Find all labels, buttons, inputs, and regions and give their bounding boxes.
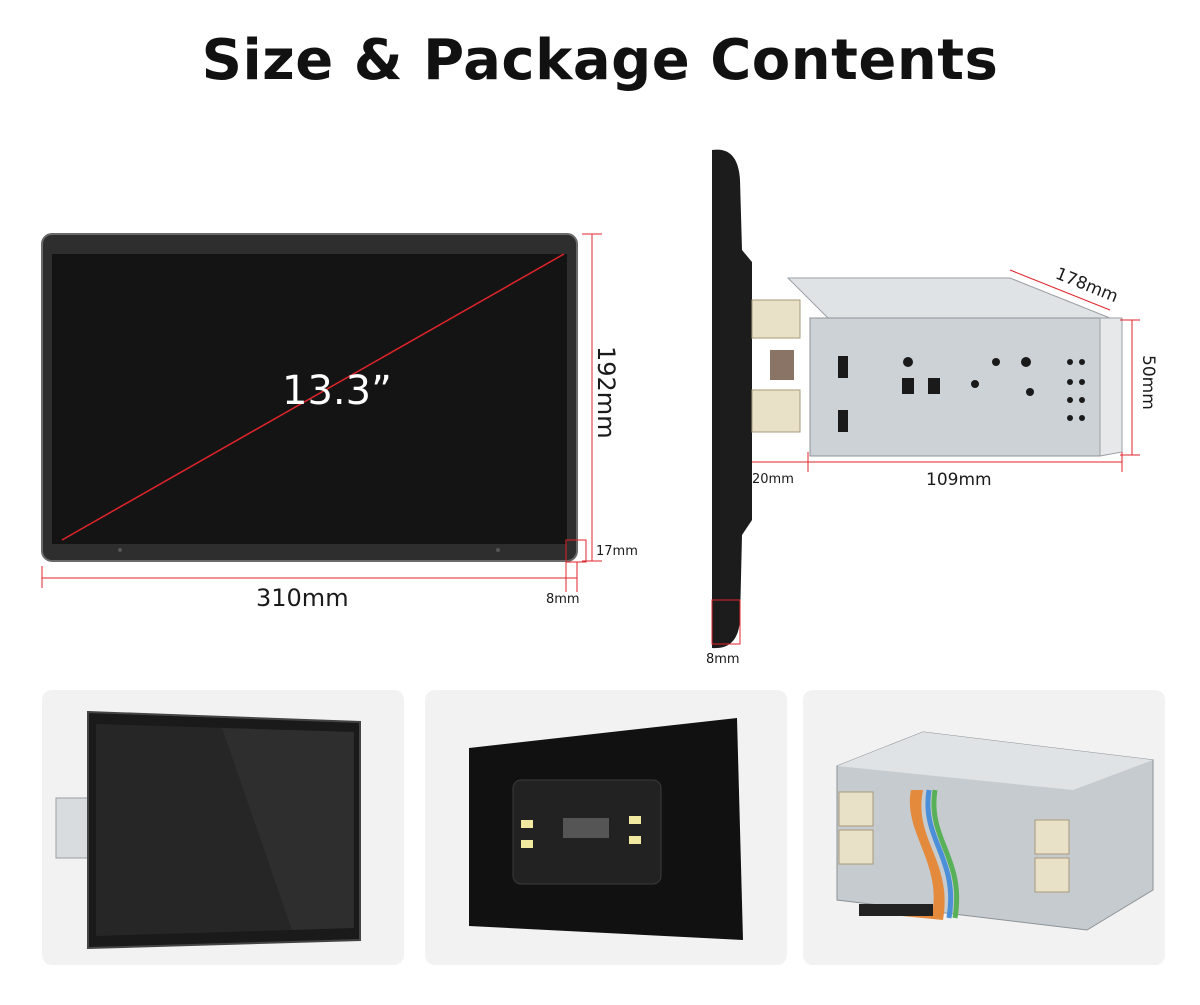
chassis-hole <box>1026 388 1034 396</box>
thickness-label: 8mm <box>546 592 580 607</box>
chassis-hole <box>1079 379 1085 385</box>
sensor-dot-right <box>496 548 500 552</box>
chassis-hole <box>1067 359 1073 365</box>
diagonal-size-label: 13.3” <box>282 368 392 414</box>
chassis-hole <box>903 357 913 367</box>
chassis-cable-photo-icon <box>836 731 1154 931</box>
ribbon-stripe <box>931 789 960 919</box>
chassis-length-label: 109mm <box>926 470 992 490</box>
screen-front-photo-icon <box>55 710 361 950</box>
depth-dimension-line <box>1009 269 1111 311</box>
chassis-slot <box>902 378 914 394</box>
chassis-hole <box>1067 397 1073 403</box>
bezel-label: 17mm <box>596 544 638 559</box>
led-connector <box>521 840 533 848</box>
chassis-hole <box>1021 357 1031 367</box>
connector <box>838 791 874 827</box>
ribbon-cable <box>770 350 794 380</box>
connector <box>1034 819 1070 855</box>
led-connector <box>629 816 641 824</box>
chassis-hole <box>1067 379 1073 385</box>
chassis-side <box>809 317 1101 457</box>
mount-offset-label: 20mm <box>752 472 794 487</box>
connector-bottom <box>751 389 801 433</box>
chassis-slot <box>838 410 848 432</box>
led-connector <box>521 820 533 828</box>
width-label: 310mm <box>256 584 349 612</box>
connector <box>1034 857 1070 893</box>
package-photo-screen-front <box>42 690 404 965</box>
chassis-slot <box>838 356 848 378</box>
panel-thickness-box <box>711 599 741 645</box>
chassis-hole <box>1067 415 1073 421</box>
package-photo-screen-back <box>425 690 787 965</box>
ribbon-stripe <box>925 789 954 919</box>
screen-reflection <box>222 728 354 930</box>
chassis-hole <box>992 358 1000 366</box>
led-connector <box>629 836 641 844</box>
chassis-hole <box>1079 415 1085 421</box>
diagonal-dimension-line <box>61 253 565 541</box>
connector <box>838 829 874 865</box>
chassis-end <box>1099 317 1123 457</box>
page-title: Size & Package Contents <box>201 28 999 93</box>
screen-side-profile <box>712 149 752 649</box>
panel-thickness-label: 8mm <box>706 652 740 667</box>
package-photo-chassis <box>803 690 1165 965</box>
chassis-hole <box>1079 397 1085 403</box>
chassis-hole <box>1079 359 1085 365</box>
chassis-slot <box>928 378 940 394</box>
connector-top <box>751 299 801 339</box>
sensor-dot-left <box>118 548 122 552</box>
bezel-dimension-box <box>565 539 587 563</box>
chassis-height-label: 50mm <box>1138 355 1158 410</box>
chassis-lid <box>837 732 1153 790</box>
chassis-hole <box>971 380 979 388</box>
center-port <box>563 818 609 838</box>
ribbon-plug <box>859 904 933 916</box>
screen-back-photo-icon <box>469 718 743 940</box>
